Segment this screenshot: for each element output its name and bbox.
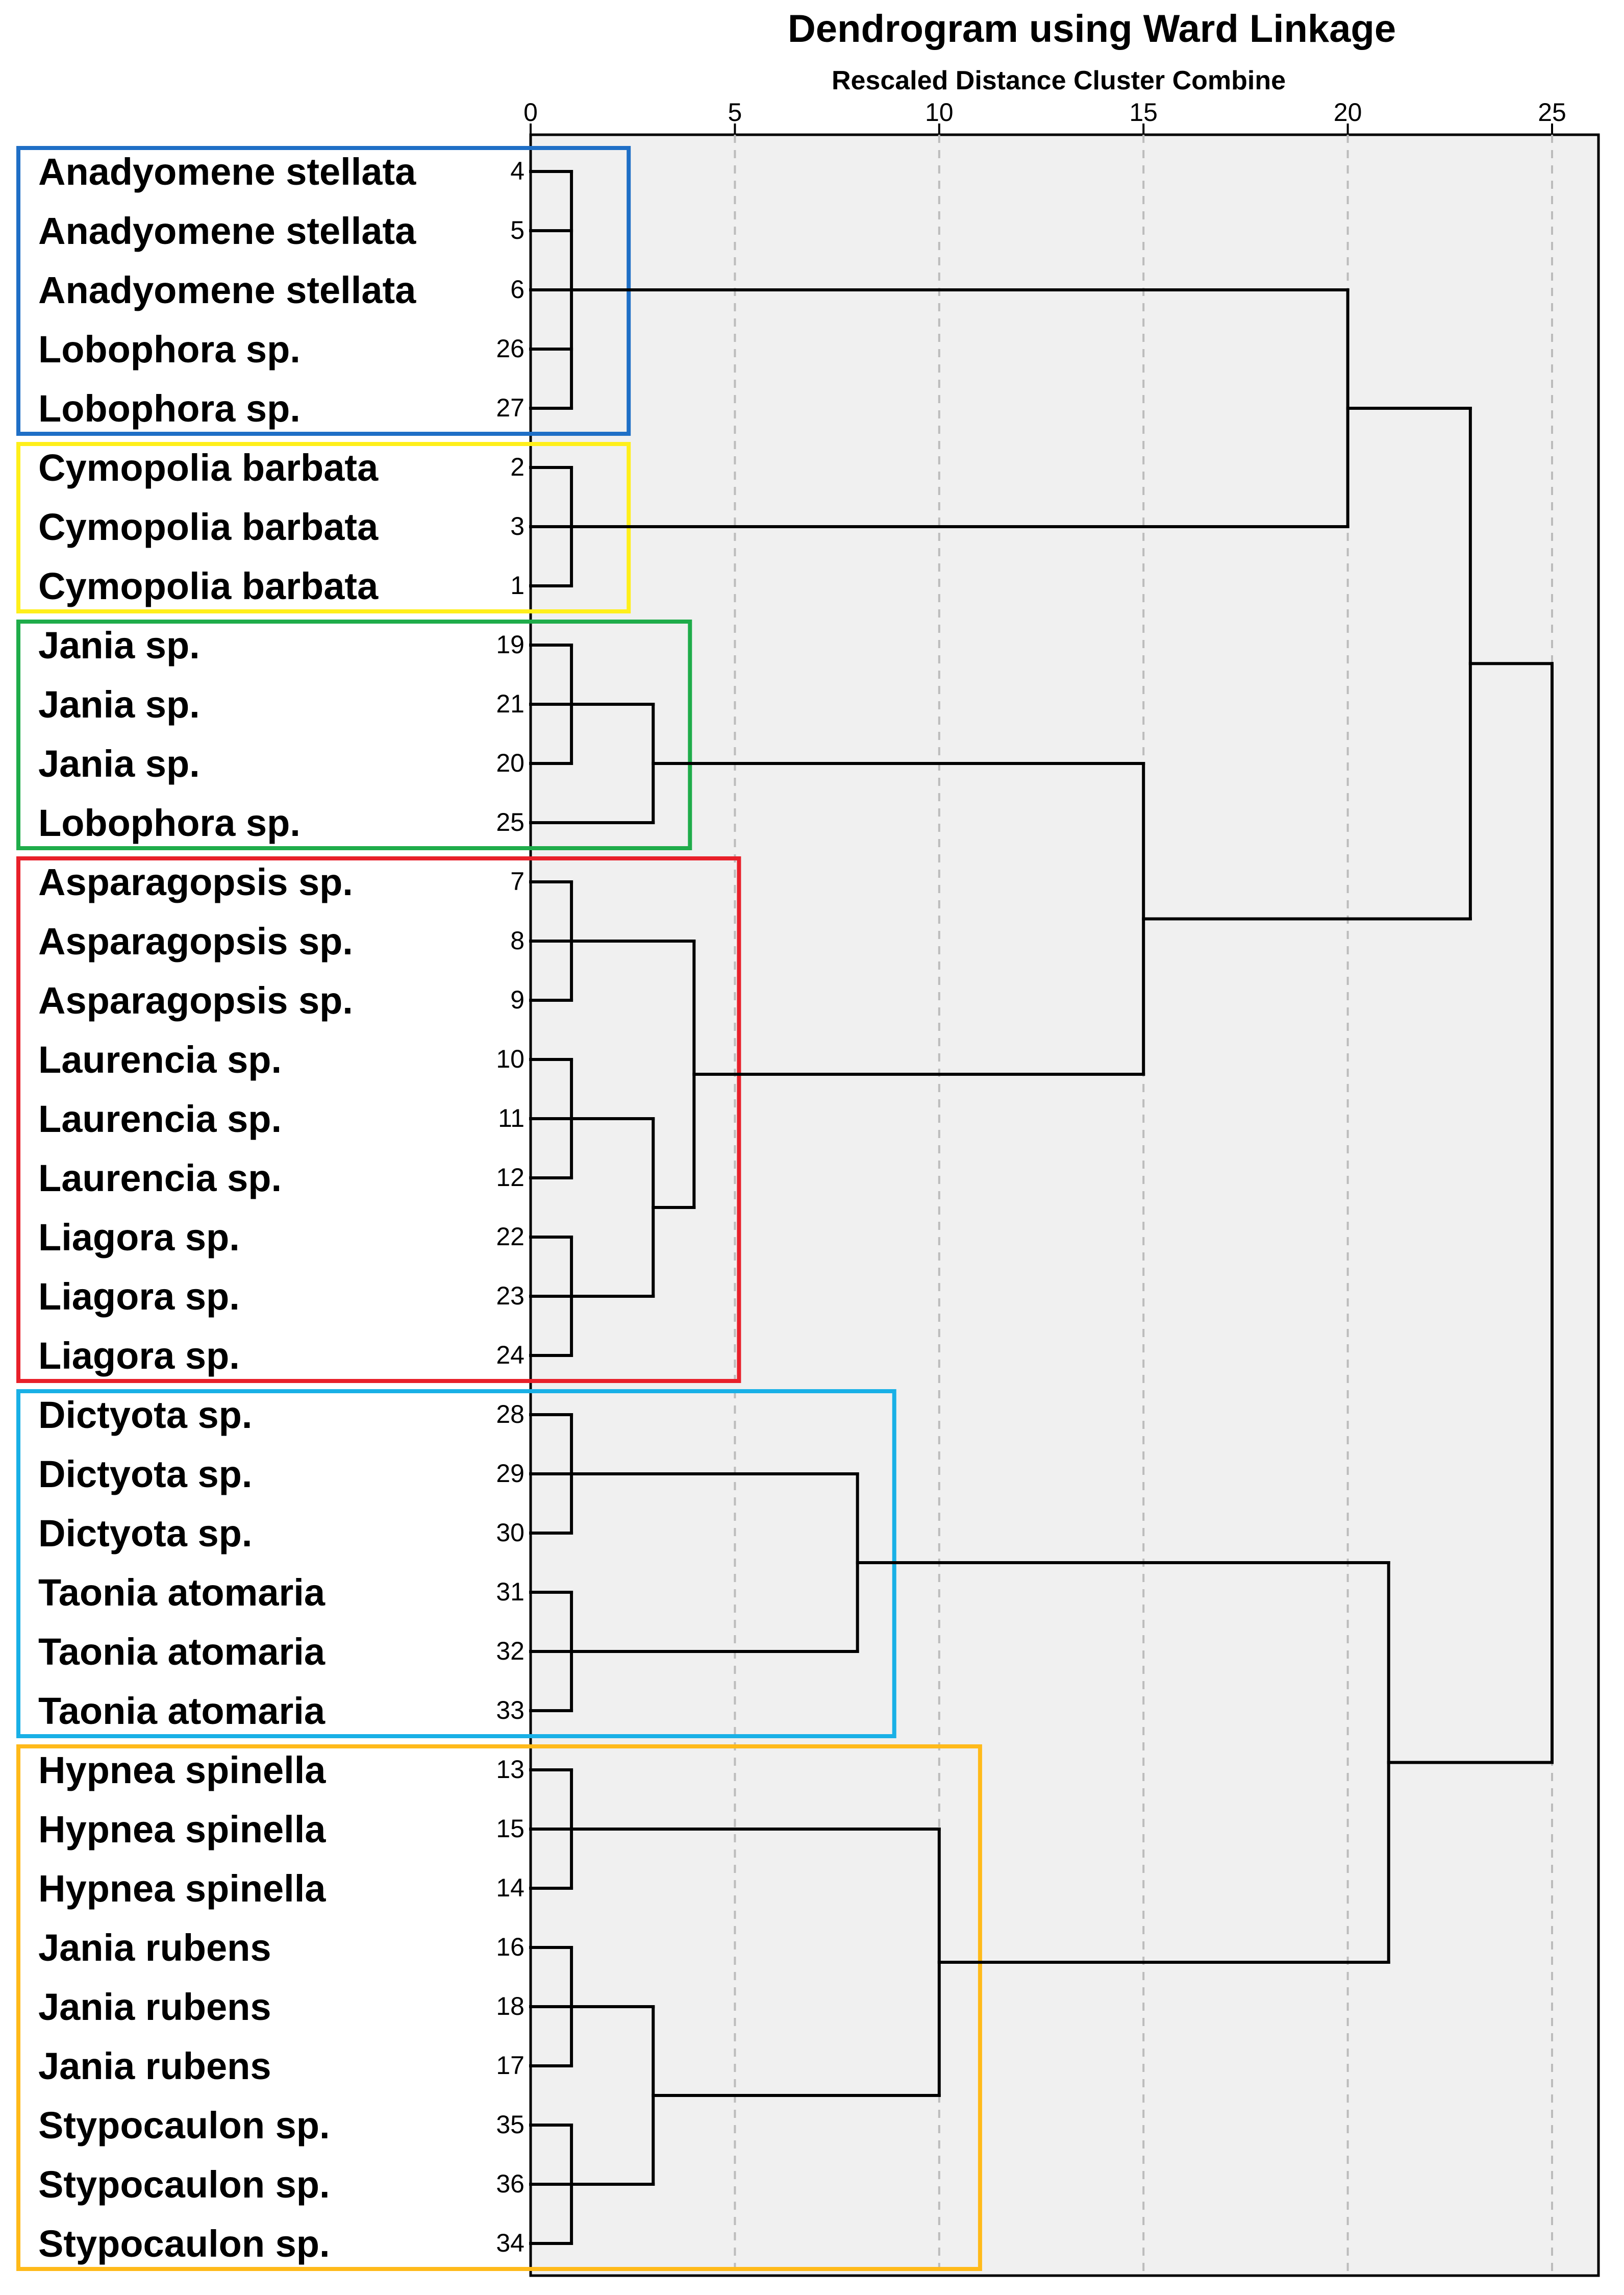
leaf-case-id: 22 (496, 1222, 524, 1251)
leaf-label: Hypnea spinella (38, 1749, 326, 1791)
cluster-group-box (16, 1744, 982, 2271)
leaf-case-id: 21 (496, 689, 524, 718)
leaf-label: Asparagopsis sp. (38, 979, 353, 1022)
leaf-case-id: 26 (496, 334, 524, 363)
cluster-group-boxes (16, 146, 982, 2271)
leaf-label: Asparagopsis sp. (38, 920, 353, 963)
leaf-case-id: 11 (498, 1104, 524, 1132)
leaf-case-id: 10 (496, 1045, 524, 1073)
leaf-label: Taonia atomaria (38, 1631, 326, 1673)
leaf-label: Dictyota sp. (38, 1512, 252, 1554)
leaf-label: Lobophora sp. (38, 802, 301, 844)
plot-area (529, 133, 1600, 2277)
leaf-label: Cymopolia barbata (38, 565, 379, 607)
leaf-label: Anadyomene stellata (38, 151, 416, 193)
leaf-label: Laurencia sp. (38, 1098, 282, 1140)
leaf-case-id: 15 (496, 1814, 524, 1843)
leaf-label: Liagora sp. (38, 1216, 240, 1258)
leaf-label: Laurencia sp. (38, 1039, 282, 1081)
leaf-case-id: 14 (496, 1873, 524, 1902)
leaf-label: Hypnea spinella (38, 1867, 326, 1910)
leaf-label: Hypnea spinella (38, 1808, 326, 1850)
leaf-case-id: 2 (510, 453, 524, 481)
leaf-case-id: 27 (496, 393, 524, 422)
leaf-case-id: 32 (496, 1637, 524, 1665)
leaf-case-id: 24 (496, 1341, 524, 1369)
leaf-case-id: 23 (496, 1281, 524, 1310)
leaf-label: Lobophora sp. (38, 328, 301, 371)
leaf-case-id: 29 (496, 1459, 524, 1488)
leaf-case-id: 25 (496, 808, 524, 836)
leaf-label: Jania sp. (38, 683, 200, 726)
leaf-label: Jania rubens (38, 1986, 271, 2028)
leaf-label: Cymopolia barbata (38, 447, 379, 489)
leaf-label: Anadyomene stellata (38, 210, 416, 252)
x-tick-label: 0 (523, 98, 538, 127)
x-tick-label: 20 (1334, 98, 1362, 127)
leaf-label: Laurencia sp. (38, 1157, 282, 1199)
leaf-label: Stypocaulon sp. (38, 2163, 330, 2206)
leaf-label: Dictyota sp. (38, 1394, 252, 1436)
leaf-case-id: 20 (496, 749, 524, 777)
leaf-case-id: 12 (496, 1163, 524, 1192)
leaf-case-id: 33 (496, 1696, 524, 1724)
leaf-case-id: 5 (510, 216, 524, 244)
leaf-label: Asparagopsis sp. (38, 861, 353, 903)
leaf-label: Taonia atomaria (38, 1571, 326, 1614)
leaf-case-id: 30 (496, 1518, 524, 1547)
leaf-case-id: 6 (510, 275, 524, 304)
leaf-case-id: 7 (510, 867, 524, 896)
leaf-case-id: 16 (496, 1933, 524, 1961)
leaf-case-id: 28 (496, 1400, 524, 1428)
leaf-label: Stypocaulon sp. (38, 2223, 330, 2265)
leaf-label: Jania rubens (38, 2045, 271, 2087)
dendrogram-branches (529, 170, 1554, 2245)
leaf-case-id: 36 (496, 2169, 524, 2198)
x-tick-label: 5 (728, 98, 742, 127)
cluster-group-box (16, 620, 692, 850)
leaf-label: Jania sp. (38, 743, 200, 785)
leaf-case-id: 8 (510, 926, 524, 955)
leaf-label: Liagora sp. (38, 1335, 240, 1377)
leaf-label: Jania rubens (38, 1927, 271, 1969)
leaf-case-id: 18 (496, 1992, 524, 2020)
cluster-group-box (16, 856, 741, 1383)
chart-title: Dendrogram using Ward Linkage (788, 7, 1396, 51)
leaf-case-id: 19 (496, 630, 524, 659)
leaf-label: Dictyota sp. (38, 1453, 252, 1495)
leaf-label: Lobophora sp. (38, 387, 301, 430)
chart-subtitle: Rescaled Distance Cluster Combine (832, 66, 1286, 95)
x-tick-label: 15 (1129, 98, 1158, 127)
leaf-label: Anadyomene stellata (38, 269, 416, 311)
leaf-case-id: 31 (496, 1577, 524, 1606)
leaf-case-id: 3 (510, 512, 524, 540)
x-tick-label: 10 (925, 98, 954, 127)
leaf-label: Jania sp. (38, 624, 200, 667)
leaf-case-id: 1 (510, 571, 524, 600)
x-axis-ticks: 0 5 10 15 20 25 (523, 98, 1566, 135)
leaf-case-id: 34 (496, 2229, 524, 2257)
x-tick-label: 25 (1538, 98, 1566, 127)
leaf-label: Liagora sp. (38, 1275, 240, 1318)
leaf-label: Stypocaulon sp. (38, 2104, 330, 2146)
leaf-label: Cymopolia barbata (38, 506, 379, 548)
leaf-case-id: 35 (496, 2110, 524, 2139)
leaf-case-id: 9 (510, 985, 524, 1014)
leaf-label: Taonia atomaria (38, 1690, 326, 1732)
leaf-case-id: 13 (496, 1755, 524, 1784)
leaf-case-id: 17 (496, 2051, 524, 2080)
leaf-case-id: 4 (510, 157, 524, 185)
